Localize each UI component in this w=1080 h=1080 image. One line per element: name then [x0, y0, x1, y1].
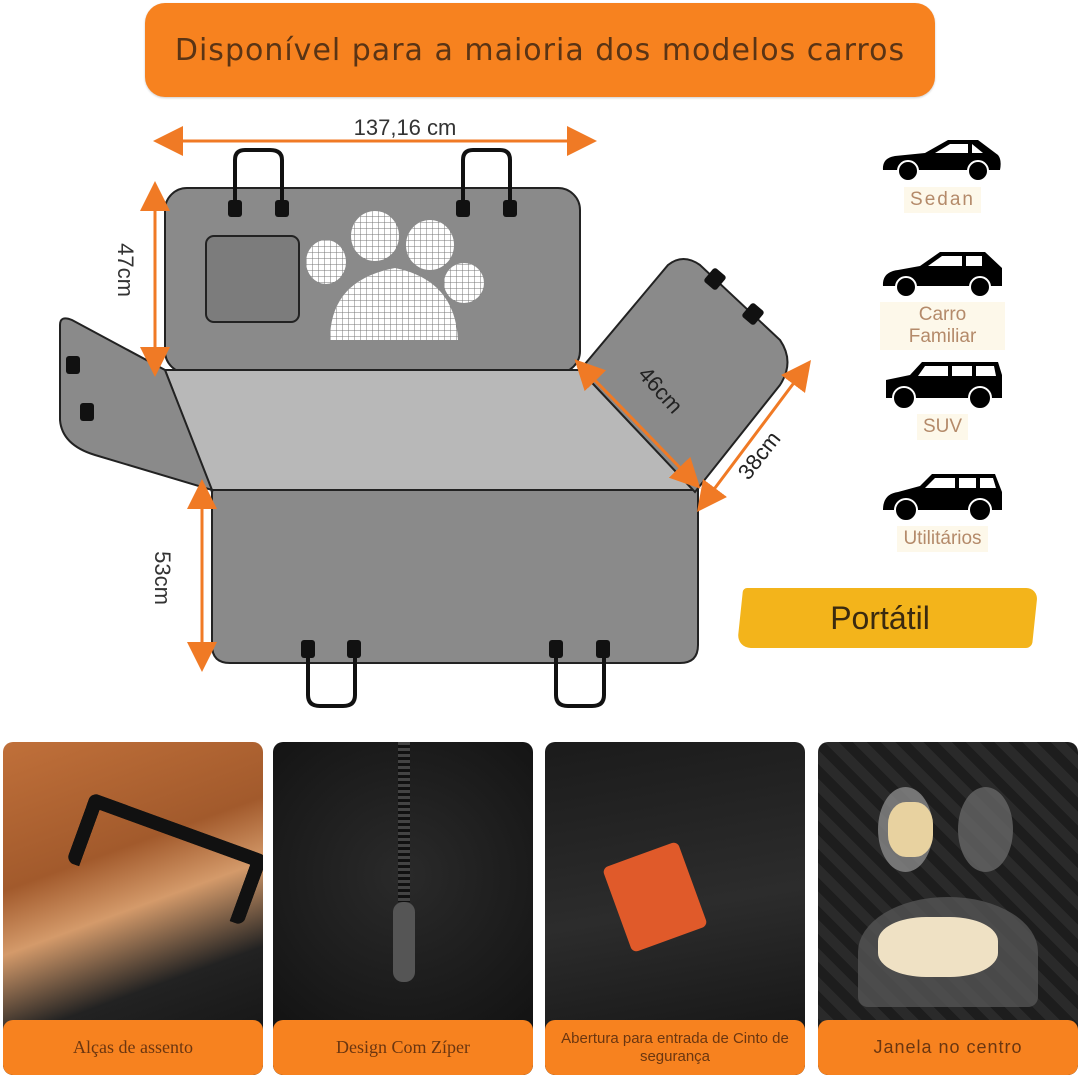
storage-pocket: [205, 235, 300, 323]
vehicle-family-car: Carro Familiar: [880, 250, 1005, 350]
suv-car-icon: [886, 362, 1002, 410]
title-banner: Disponível para a maioria dos modelos ca…: [145, 3, 935, 97]
vehicle-label: Utilitários: [897, 526, 988, 552]
front-hanging-panel: [211, 489, 699, 664]
seat-depth-dimension: 53cm: [150, 551, 175, 605]
vehicle-sedan: Sedan: [880, 138, 1005, 213]
vehicle-label: SUV: [916, 414, 969, 440]
vehicle-suv: SUV: [880, 360, 1005, 440]
sedan-car-icon: [882, 140, 1001, 182]
vehicle-label: Sedan: [904, 187, 981, 213]
hatchback-car-icon: [882, 252, 1002, 298]
vehicle-label: Carro Familiar: [880, 302, 1005, 350]
feature-photo-seat-handles: Alças de assento: [3, 742, 263, 1075]
feature-label: Abertura para entrada de Cinto de segura…: [545, 1020, 805, 1075]
seat-cover-diagram: 137,16 cm 47cm 53cm 46cm 38cm: [59, 115, 811, 708]
feature-label: Alças de assento: [3, 1020, 263, 1075]
width-dimension: 137,16 cm: [354, 115, 457, 140]
feature-photo-center-window: Janela no centro: [818, 742, 1078, 1075]
portable-badge: Portátil: [830, 599, 930, 636]
feature-photo-zipper: Design Com Zíper: [273, 742, 533, 1075]
left-side-flap: [59, 317, 214, 492]
vehicle-utility: Utilitários: [880, 472, 1005, 552]
feature-label: Janela no centro: [818, 1020, 1078, 1075]
minivan-car-icon: [883, 474, 1002, 522]
banner-title: Disponível para a maioria dos modelos ca…: [174, 32, 906, 68]
feature-label: Design Com Zíper: [273, 1020, 533, 1075]
paw-mesh-window: [306, 211, 484, 340]
back-height-dimension: 47cm: [113, 243, 138, 297]
feature-photo-seatbelt-opening: Abertura para entrada de Cinto de segura…: [545, 742, 805, 1075]
